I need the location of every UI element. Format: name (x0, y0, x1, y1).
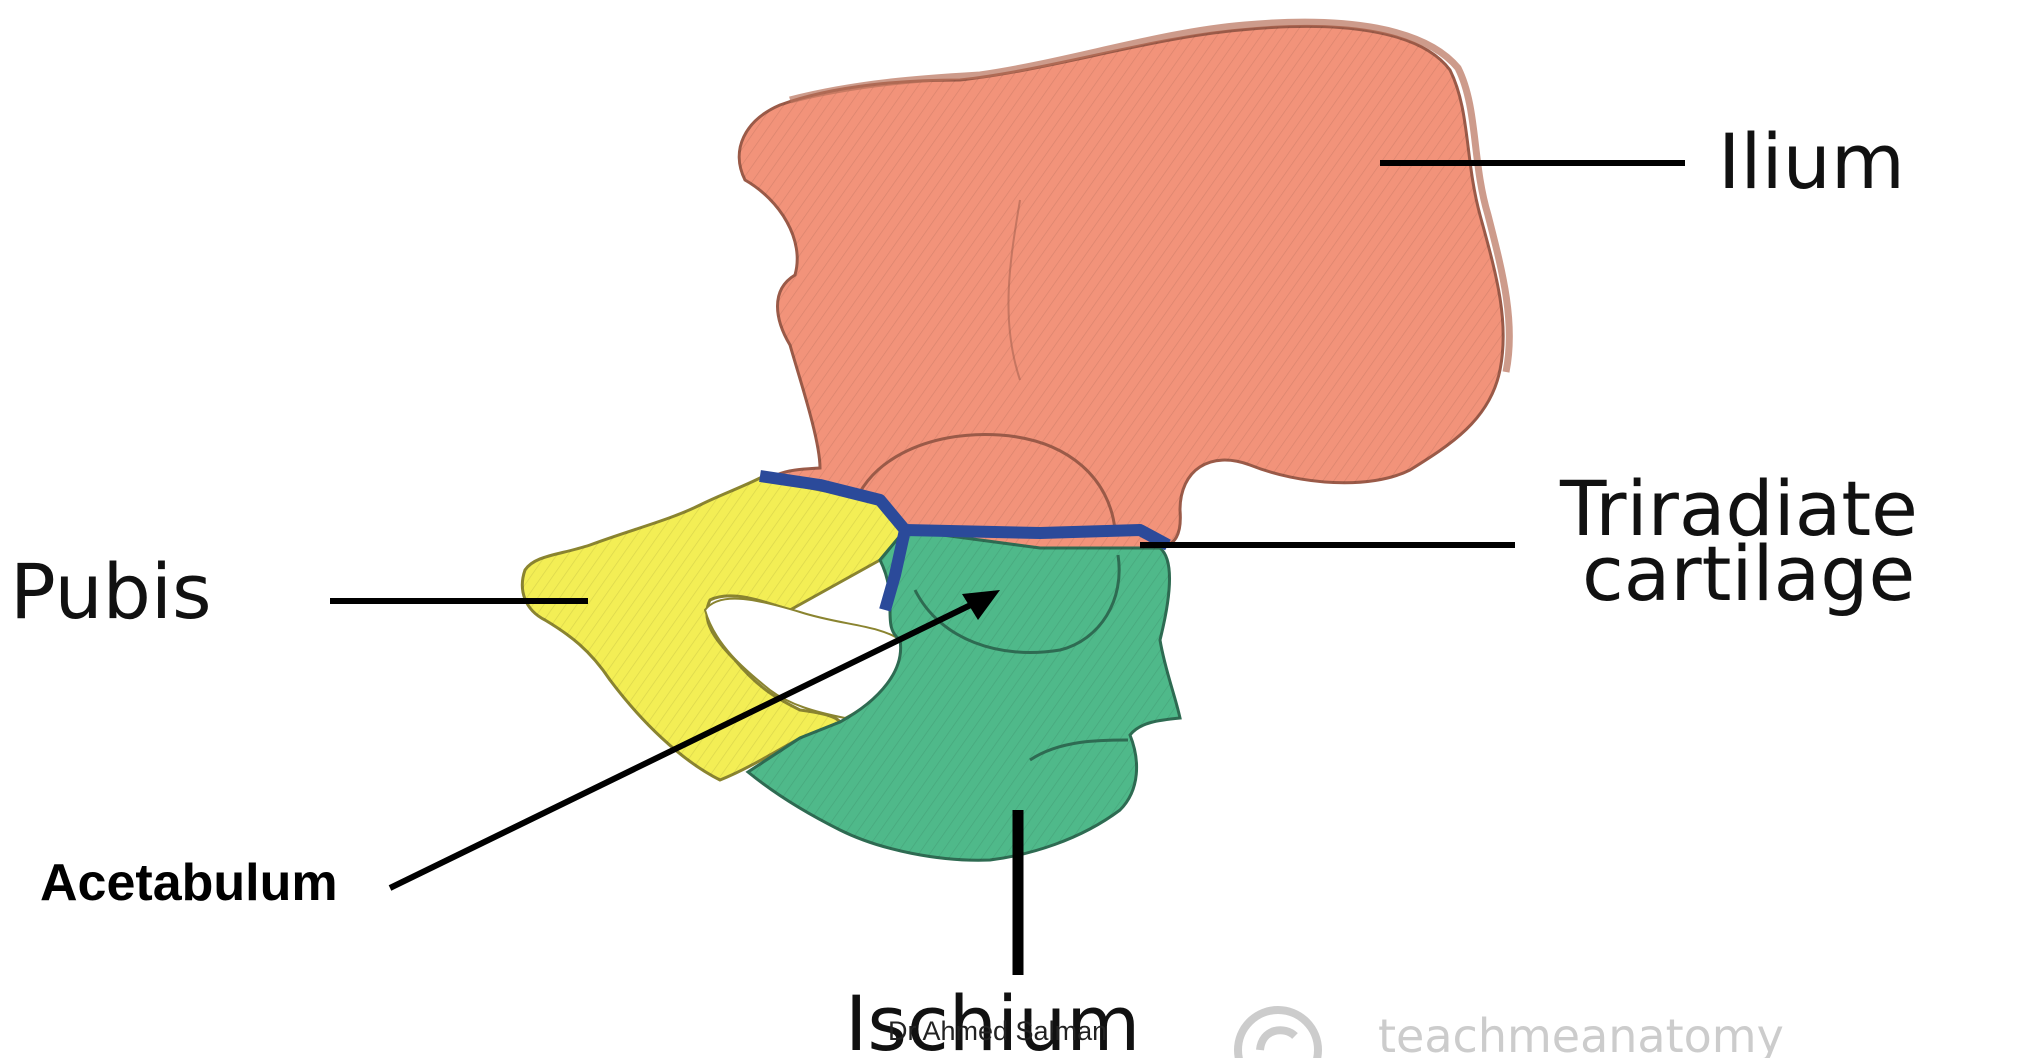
label-acetabulum: Acetabulum (40, 854, 338, 912)
label-ilium: Ilium (1718, 117, 1905, 206)
label-triradiate-line2: cartilage (1582, 529, 1915, 618)
credit-text: Dr Ahmed Salman (888, 1016, 1107, 1046)
watermark-text: teachmeanatomy (1378, 1009, 1784, 1058)
label-pubis: Pubis (10, 547, 212, 636)
copyright-icon (1238, 1010, 1318, 1058)
watermark: teachmeanatomy (1238, 1009, 1784, 1058)
ilium-region (739, 22, 1509, 548)
